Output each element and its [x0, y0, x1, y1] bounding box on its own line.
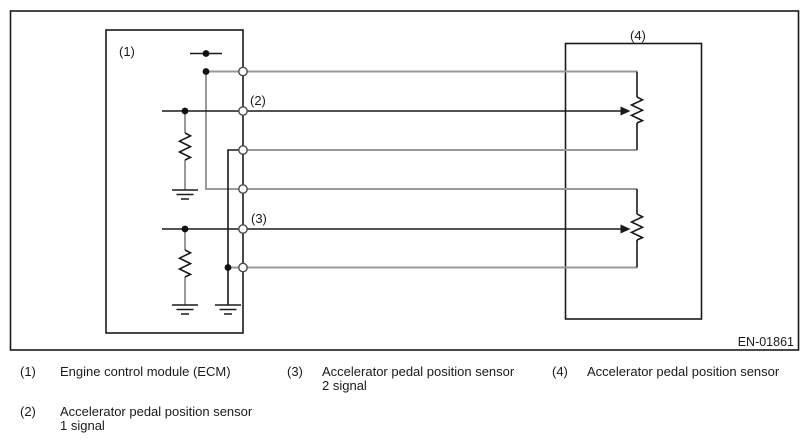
ground-icon: [215, 304, 241, 315]
sensor-box: [564, 42, 703, 320]
ecm-ground-return-wire: [227, 149, 243, 305]
sensor-potentiometer-1: [629, 96, 645, 124]
wiper-arrows: [620, 106, 631, 234]
junction-dot: [181, 225, 189, 233]
terminal-circle: [238, 262, 248, 273]
legend-item-4-text: Accelerator pedal position sensor: [587, 364, 780, 379]
figure-border: [9, 10, 800, 351]
legend-item-1-text: Engine control module (ECM): [60, 364, 231, 379]
gray-wires: [184, 70, 637, 305]
legend-item-2-line2: 1 signal: [60, 418, 105, 433]
legend-item-1-num: (1): [20, 364, 36, 379]
junction-dot: [224, 264, 232, 271]
ground-icon: [172, 304, 198, 315]
resistors: [177, 96, 645, 278]
legend-item-2-num: (2): [20, 404, 36, 419]
terminal-circle: [238, 184, 248, 194]
ecm-box: [105, 29, 244, 334]
figure-ref-code: EN-01861: [738, 335, 794, 349]
legend-item-2-line1: Accelerator pedal position sensor: [60, 404, 253, 419]
terminal-circle: [238, 106, 248, 116]
callout-2: (2): [250, 93, 266, 108]
terminal-circle: [238, 66, 248, 77]
terminal-circle: [238, 224, 248, 234]
callout-4: (4): [630, 28, 646, 43]
legend-item-2-text: Accelerator pedal position sensor 1 sign…: [60, 405, 252, 433]
terminal-circle: [238, 145, 248, 155]
ecm-pulldown-resistor-1: [177, 132, 193, 161]
legend-item-3-text: Accelerator pedal position sensor 2 sign…: [322, 365, 514, 393]
junction-dot: [202, 50, 210, 57]
legend-item-3-num: (3): [287, 364, 303, 379]
legend-item-4-num: (4): [552, 364, 568, 379]
legend-item-3-line2: 2 signal: [322, 378, 367, 393]
callout-3: (3): [251, 211, 267, 226]
ground-symbols: [172, 189, 241, 315]
ecm-pulldown-resistor-2: [177, 249, 193, 278]
arrow-icon: [620, 224, 631, 234]
junction-dots: [181, 50, 232, 271]
supply-wire-1-and-2: [205, 70, 637, 190]
legend-item-3-line1: Accelerator pedal position sensor: [322, 364, 515, 379]
sensor-potentiometer-2: [629, 213, 645, 241]
junction-dot: [202, 68, 210, 75]
junction-dot: [181, 107, 189, 115]
arrow-icon: [620, 106, 631, 116]
ground-icon: [172, 189, 198, 200]
callout-1: (1): [119, 44, 135, 59]
connector-terminals: [238, 66, 248, 273]
